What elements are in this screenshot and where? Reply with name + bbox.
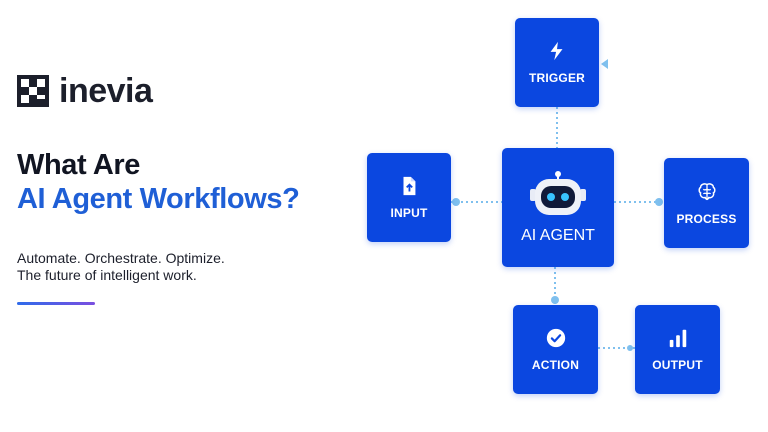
ai-agent-node[interactable]: AI AGENT bbox=[502, 148, 614, 267]
connector-dot bbox=[627, 345, 633, 351]
connector-arrow bbox=[601, 59, 608, 69]
trigger-node[interactable]: TRIGGER bbox=[515, 18, 599, 107]
output-node[interactable]: OUTPUT bbox=[635, 305, 720, 394]
subtitle-line-1: Automate. Orchestrate. Optimize. bbox=[17, 250, 225, 266]
connector-dot bbox=[655, 198, 663, 206]
brain-icon bbox=[697, 182, 716, 200]
title-line-1: What Are bbox=[17, 149, 141, 181]
action-node[interactable]: ACTION bbox=[513, 305, 598, 394]
process-label: PROCESS bbox=[676, 211, 737, 226]
output-label: OUTPUT bbox=[652, 358, 703, 372]
connector-dot bbox=[551, 296, 559, 304]
process-node[interactable]: PROCESS bbox=[664, 158, 749, 248]
brand-logo: inevia bbox=[17, 72, 153, 110]
subtitle-line-2: The future of intelligent work. bbox=[17, 267, 197, 283]
file-upload-icon bbox=[403, 176, 416, 196]
title-line-2: AI Agent Workflows? bbox=[17, 183, 300, 215]
page-title: What Are AI Agent Workflows? bbox=[17, 148, 300, 216]
action-label: ACTION bbox=[531, 358, 580, 372]
brand-name: inevia bbox=[59, 72, 153, 110]
bar-chart-icon bbox=[669, 329, 686, 348]
input-node[interactable]: INPUT bbox=[367, 153, 451, 242]
trigger-label: TRIGGER bbox=[528, 71, 586, 85]
subtitle: Automate. Orchestrate. Optimize. The fut… bbox=[17, 250, 225, 284]
robot-icon bbox=[530, 170, 586, 215]
input-label: INPUT bbox=[390, 206, 428, 220]
connector-dot bbox=[452, 198, 460, 206]
lightning-icon bbox=[550, 41, 563, 61]
logo-mark-icon bbox=[17, 75, 49, 107]
check-circle-icon bbox=[546, 328, 565, 348]
ai-agent-label: AI AGENT bbox=[521, 226, 595, 244]
accent-divider bbox=[17, 302, 95, 305]
